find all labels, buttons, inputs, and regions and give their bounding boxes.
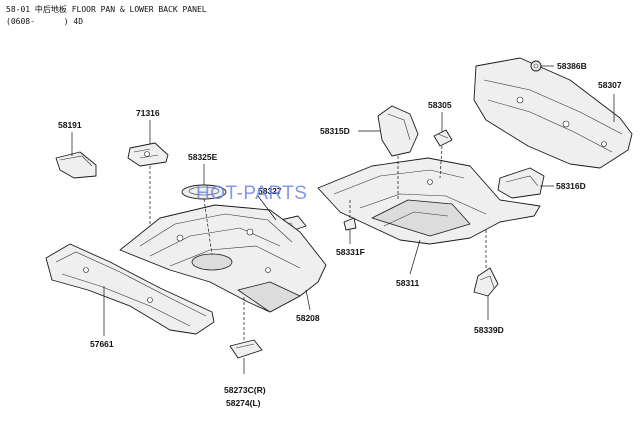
label-58274: 58274(L): [226, 398, 261, 408]
part-58339D[interactable]: [473, 267, 499, 297]
label-58386B: 58386B: [557, 61, 587, 71]
label-58208: 58208: [296, 313, 320, 323]
label-58305: 58305: [428, 100, 452, 110]
label-58339D: 58339D: [474, 325, 504, 335]
label-58315D: 58315D: [320, 126, 350, 136]
part-58305[interactable]: [433, 129, 453, 147]
part-57661-side-member[interactable]: [45, 243, 215, 335]
label-58273C: 58273C(R): [224, 385, 266, 395]
label-57661: 57661: [90, 339, 114, 349]
label-58311: 58311: [396, 278, 419, 288]
watermark: HOT-PARTS: [196, 183, 307, 204]
diagram-subtitle: (0608- ) 4D: [6, 17, 84, 26]
label-58331F: 58331F: [336, 247, 365, 257]
label-58327: 58327: [258, 186, 282, 196]
part-58273C[interactable]: [229, 339, 263, 359]
label-58307: 58307: [598, 80, 622, 90]
part-71316[interactable]: [127, 142, 169, 167]
part-58311-floor-pan[interactable]: [317, 157, 541, 245]
label-58325E: 58325E: [188, 152, 218, 162]
part-58315D[interactable]: [377, 105, 419, 157]
label-71316: 71316: [136, 108, 160, 118]
diagram-title: 58-01 中后地板 FLOOR PAN & LOWER BACK PANEL: [6, 5, 207, 14]
part-58316D[interactable]: [497, 167, 545, 199]
part-58208-floor-pan[interactable]: [119, 204, 327, 313]
part-58331F[interactable]: [343, 217, 357, 231]
leader-lines: [71, 65, 615, 374]
part-58191[interactable]: [55, 151, 97, 179]
label-58316D: 58316D: [556, 181, 586, 191]
label-58191: 58191: [58, 120, 82, 130]
part-58307-back-panel[interactable]: [473, 57, 633, 169]
part-58386B[interactable]: [530, 60, 542, 72]
